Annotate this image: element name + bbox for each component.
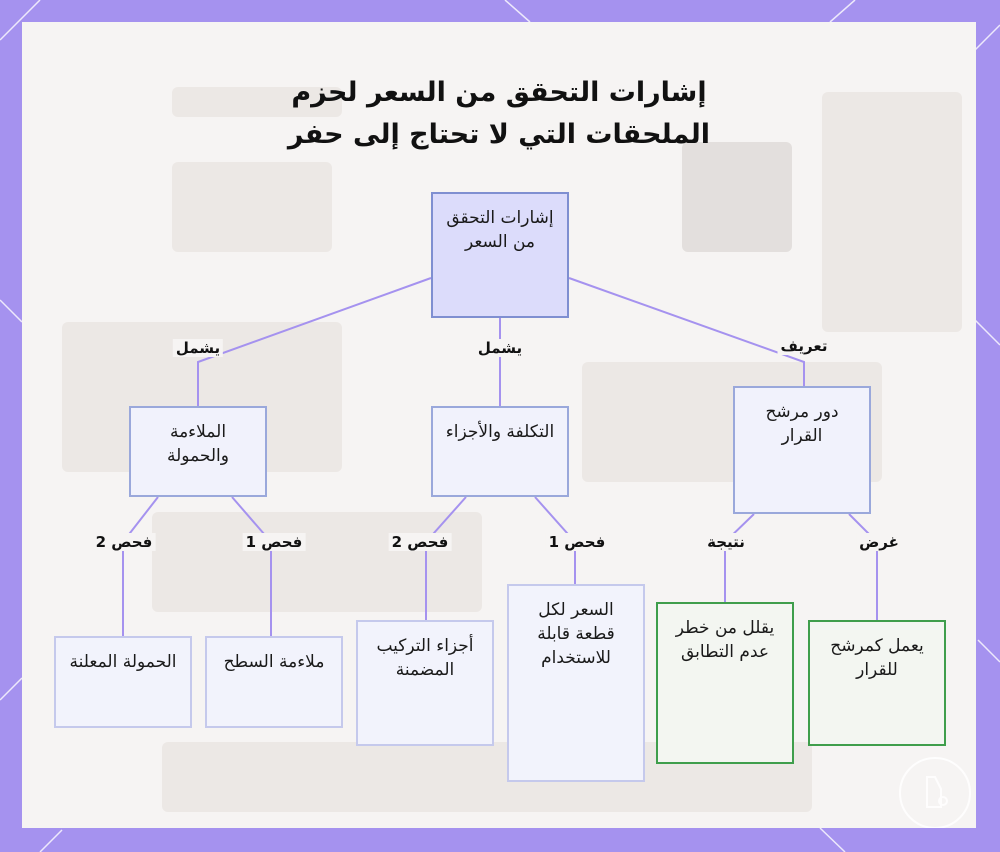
connector-cost-to-included	[425, 496, 467, 620]
title-line-1: إشارات التحقق من السعر لحزم	[291, 77, 707, 108]
node-surface-fit: ملاءمة السطح	[205, 636, 343, 728]
diagram-title: إشارات التحقق من السعر لحزم الملحقات الت…	[22, 72, 976, 156]
edge-label-purpose: غرض	[856, 533, 902, 551]
connector-root-to-role	[568, 277, 805, 386]
edge-label-check1-cost: فحص 1	[545, 533, 609, 551]
edge-label-check2-fit: فحص 2	[92, 533, 156, 551]
connector-role-to-reduce	[724, 513, 755, 602]
node-rated-load: الحمولة المعلنة	[54, 636, 192, 728]
node-acts-as-filter: يعمل كمرشح للقرار	[808, 620, 946, 746]
background-blur	[682, 142, 792, 252]
connector-fit-to-rated-load	[122, 496, 159, 636]
edge-label-result: نتيجة	[704, 533, 748, 551]
connector-root-to-fit	[197, 277, 432, 406]
edge-label-includes-cost: يشمل	[474, 339, 526, 357]
node-price-per-piece: السعر لكل قطعة قابلة للاستخدام	[507, 584, 645, 782]
background-blur	[172, 162, 332, 252]
edge-label-check2-cost: فحص 2	[388, 533, 452, 551]
edge-label-includes-fit: يشمل	[172, 339, 224, 357]
connector-fit-to-surface	[231, 496, 272, 636]
connector-role-to-filter	[848, 513, 878, 620]
node-root: إشارات التحقق من السعر	[431, 192, 569, 318]
node-fit-load: الملاءمة والحمولة	[129, 406, 267, 497]
background-blur	[822, 92, 962, 332]
edge-label-check1-fit: فحص 1	[242, 533, 306, 551]
title-line-2: الملحقات التي لا تحتاج إلى حفر	[287, 119, 711, 150]
edge-label-definition: تعريف	[777, 337, 831, 355]
node-cost-parts: التكلفة والأجزاء	[431, 406, 569, 497]
logo-mark-icon	[899, 757, 971, 828]
node-included-parts: أجزاء التركيب المضمنة	[356, 620, 494, 746]
background-blur	[172, 87, 342, 117]
diagram-canvas: إشارات التحقق من السعر لحزم الملحقات الت…	[22, 22, 976, 828]
node-reduces-risk: يقلل من خطر عدم التطابق	[656, 602, 794, 764]
node-decision-role: دور مرشح القرار	[733, 386, 871, 514]
